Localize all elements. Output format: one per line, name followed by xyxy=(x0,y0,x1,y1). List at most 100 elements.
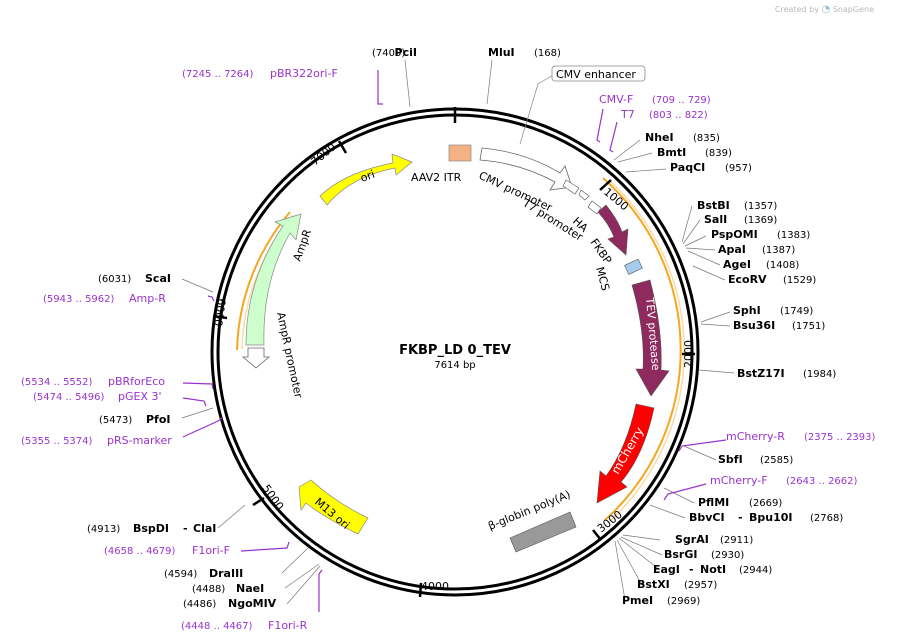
svg-text:CMV-F: CMV-F xyxy=(599,93,633,106)
svg-text:SalI: SalI xyxy=(704,213,727,226)
svg-text:ori: ori xyxy=(359,168,377,185)
primer-cmv-f: CMV-F(709 .. 729) xyxy=(599,93,711,106)
svg-text:(1751): (1751) xyxy=(792,321,825,332)
svg-text:(957): (957) xyxy=(725,163,752,174)
feature-beta-globin-polya: β-globin poly(A) xyxy=(486,488,577,553)
feature-aav2-itr: AAV2 ITR xyxy=(411,144,472,184)
site-ngomiv: (4486)NgoMIV xyxy=(183,597,277,610)
svg-text:(7400): (7400) xyxy=(372,48,405,59)
site-leader-lines xyxy=(181,59,735,605)
svg-text:mCherry-R: mCherry-R xyxy=(726,430,785,443)
site-eagi-noti: EagI - NotI (2944) xyxy=(653,563,772,576)
site-bbvci-bpu10i: BbvCI - Bpu10I (2768) xyxy=(689,511,843,524)
svg-text:EcoRV: EcoRV xyxy=(728,273,767,286)
svg-text:(7245 .. 7264): (7245 .. 7264) xyxy=(182,69,254,80)
site-bsu36i: Bsu36I (1751) xyxy=(733,319,825,332)
primer-f1ori-r: (4448 .. 4467)F1ori-R xyxy=(181,619,308,632)
svg-text:F1ori-F: F1ori-F xyxy=(192,544,230,557)
tick-label-4000: 4000 xyxy=(421,580,449,593)
site-bmti: BmtI (839) xyxy=(657,146,732,159)
primer-prs-marker: (5355 .. 5374)pRS-marker xyxy=(21,434,172,447)
feature-fkbp: FKBP xyxy=(588,204,629,267)
svg-text:(835): (835) xyxy=(693,133,720,144)
svg-text:(2585): (2585) xyxy=(760,455,793,466)
svg-text:ClaI: ClaI xyxy=(193,522,216,535)
primer-labels: (7245 .. 7264) pBR322ori-F CMV-F(709 .. 7… xyxy=(21,67,876,632)
svg-text:NgoMIV: NgoMIV xyxy=(228,597,277,610)
tick-label-6000: 6000 xyxy=(211,298,228,328)
svg-text:(1387): (1387) xyxy=(762,245,795,256)
plasmid-length: 7614 bp xyxy=(434,360,475,371)
svg-text:PfoI: PfoI xyxy=(146,413,171,426)
svg-text:-: - xyxy=(738,511,743,524)
tick-label-2000: 2000 xyxy=(682,340,695,368)
feature-mcs: MCS xyxy=(593,258,643,292)
site-sphi: SphI (1749) xyxy=(733,304,813,317)
svg-text:(5534 .. 5552): (5534 .. 5552) xyxy=(21,377,93,388)
svg-text:Bsu36I: Bsu36I xyxy=(733,319,775,332)
svg-text:(4658 .. 4679): (4658 .. 4679) xyxy=(104,546,176,557)
svg-text:BbvCI: BbvCI xyxy=(689,511,725,524)
plasmid-name: FKBP_LD 0_TEV xyxy=(399,343,511,358)
site-pflmi: PflMI(2669) xyxy=(698,496,782,509)
site-pspomi: PspOMI(1383) xyxy=(711,228,810,241)
svg-text:pGEX 3': pGEX 3' xyxy=(118,390,162,403)
svg-text:BspDI: BspDI xyxy=(133,522,169,535)
svg-text:(1749): (1749) xyxy=(780,306,813,317)
svg-text:(1369): (1369) xyxy=(744,215,777,226)
site-agei: AgeI(1408) xyxy=(723,258,799,271)
svg-text:NaeI: NaeI xyxy=(236,582,264,595)
svg-text:MCS: MCS xyxy=(593,265,612,292)
svg-text:BstBI: BstBI xyxy=(697,199,730,212)
svg-text:(5474 .. 5496): (5474 .. 5496) xyxy=(33,392,105,403)
svg-text:(2969): (2969) xyxy=(667,596,700,607)
svg-text:SgrAI: SgrAI xyxy=(675,533,709,546)
svg-text:SphI: SphI xyxy=(733,304,761,317)
snapgene-logo-icon: ◔ xyxy=(821,4,831,15)
primer-f1ori-f: (4658 .. 4679) F1ori-F xyxy=(104,544,230,557)
svg-text:Amp-R: Amp-R xyxy=(129,292,166,305)
svg-text:(2911): (2911) xyxy=(720,535,753,546)
svg-text:(1984): (1984) xyxy=(803,369,836,380)
primer-mcherry-r: mCherry-R (2375 .. 2393) xyxy=(726,430,876,443)
primer-pbr322ori-f: (7245 .. 7264) pBR322ori-F xyxy=(182,67,338,80)
svg-text:-: - xyxy=(689,563,694,576)
svg-text:pBR322ori-F: pBR322ori-F xyxy=(270,67,338,80)
svg-text:PaqCI: PaqCI xyxy=(670,161,705,174)
site-bstxi: BstXI(2957) xyxy=(637,578,717,591)
svg-text:(2768): (2768) xyxy=(810,513,843,524)
site-labels: (7400) PciI MluI (168) NheI(835) BmtI(83… xyxy=(87,46,843,610)
svg-text:(2375 .. 2393): (2375 .. 2393) xyxy=(804,432,876,443)
svg-text:BstXI: BstXI xyxy=(637,578,670,591)
svg-text:pBRforEco: pBRforEco xyxy=(108,375,165,388)
svg-text:PciI: PciI xyxy=(395,46,417,59)
svg-text:ApaI: ApaI xyxy=(718,243,746,256)
feature-cmv-enhancer: CMV enhancer xyxy=(479,65,646,191)
site-ecorv: EcoRV (1529) xyxy=(728,273,816,286)
svg-text:ScaI: ScaI xyxy=(145,272,171,285)
site-sbfi: SbfI (2585) xyxy=(718,453,793,466)
site-sgrai: SgrAI (2911) xyxy=(675,533,753,546)
svg-text:Bpu10I: Bpu10I xyxy=(749,511,793,524)
site-pfoi: (5473) PfoI xyxy=(99,413,171,426)
svg-text:-: - xyxy=(183,522,188,535)
svg-text:DraIII: DraIII xyxy=(209,567,243,580)
svg-text:(839): (839) xyxy=(705,148,732,159)
site-naei: (4488)NaeI xyxy=(192,582,264,595)
svg-text:(1383): (1383) xyxy=(777,230,810,241)
svg-text:(1529): (1529) xyxy=(783,275,816,286)
svg-text:(803 .. 822): (803 .. 822) xyxy=(649,110,708,121)
svg-text:BmtI: BmtI xyxy=(657,146,686,159)
svg-text:(4594): (4594) xyxy=(164,569,197,580)
svg-text:(5473): (5473) xyxy=(99,415,132,426)
feature-ori: ori xyxy=(319,153,413,206)
site-bsrgi: BsrGI(2930) xyxy=(664,548,744,561)
major-ticks xyxy=(212,107,695,598)
tick-label-7000: 7000 xyxy=(309,140,339,168)
site-bstz17i: BstZ17I(1984) xyxy=(737,367,836,380)
svg-text:SbfI: SbfI xyxy=(718,453,743,466)
svg-text:NotI: NotI xyxy=(700,563,726,576)
snapgene-credit: Created by ◔ SnapGene xyxy=(775,4,874,15)
primer-pgex3: (5474 .. 5496) pGEX 3' xyxy=(33,390,162,403)
